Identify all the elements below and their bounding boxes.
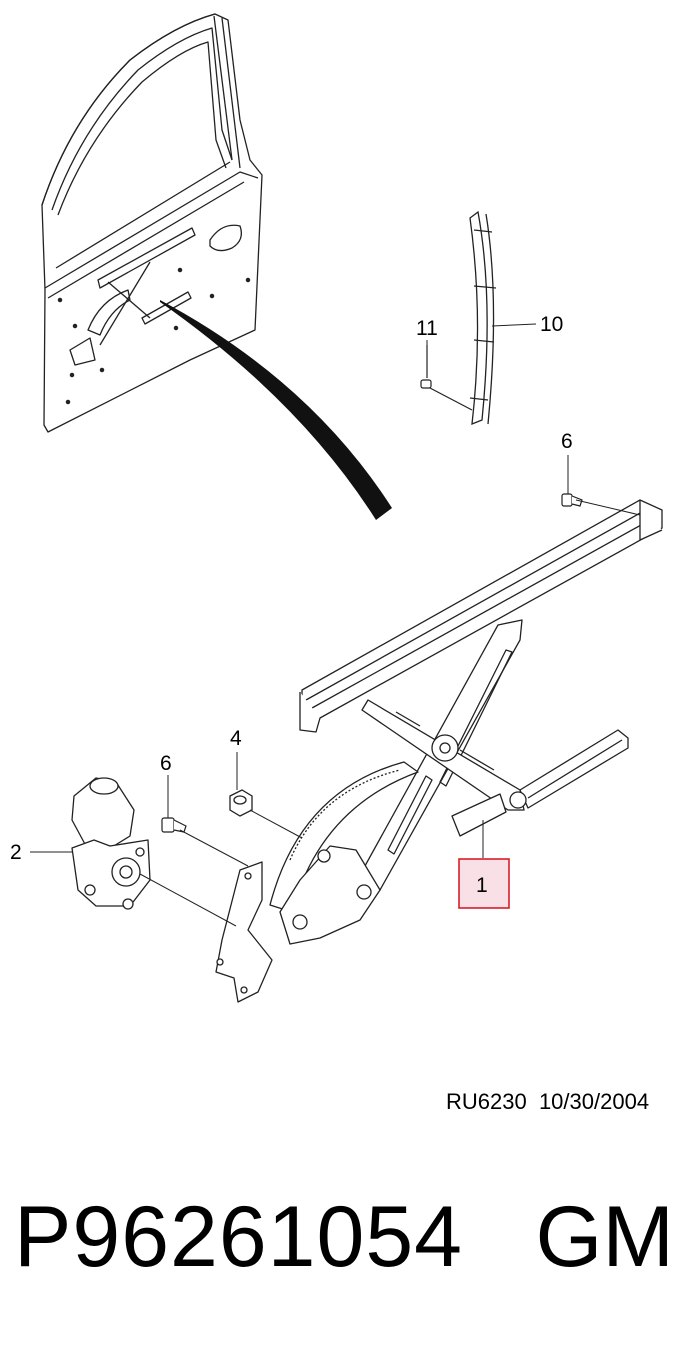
callout-4: 4 (230, 727, 242, 750)
callout-1-highlight (458, 858, 510, 909)
part-number: P96261054 (14, 1189, 463, 1285)
callout-10: 10 (540, 313, 563, 336)
callout-2: 2 (10, 841, 22, 864)
regulator-assembly (215, 499, 663, 1003)
bolt-6-upper (561, 493, 583, 507)
glass-run-channel (469, 210, 537, 426)
leader-lines (30, 340, 641, 927)
callout-11: 11 (416, 317, 438, 340)
window-motor (71, 777, 151, 910)
bolt-6-lower (161, 817, 187, 833)
door-illustration (41, 13, 263, 433)
zoom-pointer (160, 300, 392, 520)
window-regulator-diagram: 11 10 6 4 6 2 1 (10, 13, 663, 1003)
bolt-11 (420, 345, 473, 411)
drawing-reference: RU6230 10/30/2004 (446, 1089, 650, 1114)
brand-name: GM (535, 1189, 674, 1285)
callout-6-lower: 6 (160, 752, 172, 775)
callout-1: 1 (476, 874, 488, 897)
callout-6-upper: 6 (561, 430, 573, 453)
nut-4 (229, 789, 253, 817)
